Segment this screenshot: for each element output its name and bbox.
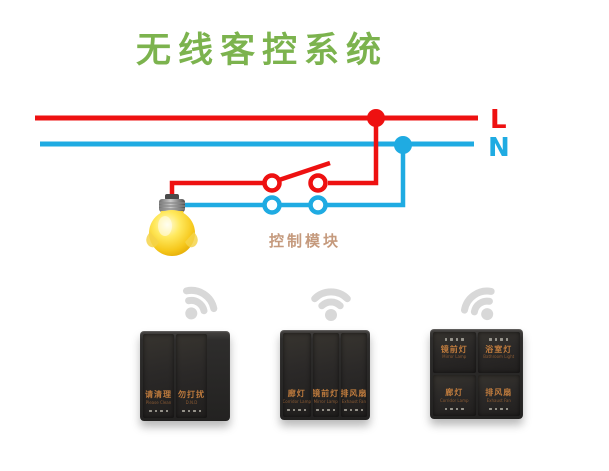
button-label: 请清理	[145, 390, 172, 400]
button-label: 廊灯	[287, 389, 306, 399]
button-label: 镜前灯	[312, 389, 339, 399]
wifi-icon	[441, 265, 514, 336]
button-label: 排风扇	[485, 388, 513, 398]
button-sublabel: Mirror Lamp	[313, 398, 338, 404]
live-terminal-right	[308, 173, 328, 193]
switch-button[interactable]: 勿打扰 D.N.D	[176, 334, 207, 418]
neutral-wire-label: N	[488, 133, 510, 163]
indicator-dots	[344, 408, 364, 411]
neutral-junction-dot	[394, 136, 412, 154]
button-sublabel: Corridor Lamp	[439, 397, 469, 403]
switch-button[interactable]: 排风扇 Exhaust Fan	[477, 375, 520, 416]
indicator-dots	[444, 407, 464, 410]
live-wire-label: L	[490, 105, 507, 135]
button-sublabel: Exhaust Fan	[486, 397, 511, 403]
switch-panel-3gang: 廊灯 Corridor Lamp 镜前灯 Mirror Lamp 排风扇 Exh…	[280, 330, 370, 420]
button-label: 浴室灯	[485, 344, 513, 354]
button-label: 排风扇	[340, 389, 368, 399]
indicator-dots	[489, 338, 509, 341]
switch-button[interactable]: 廊灯 Corridor Lamp	[433, 375, 476, 416]
button-sublabel: Exhaust Fan	[341, 398, 367, 404]
page-title: 无线客控系统	[136, 31, 389, 71]
wifi-icon	[303, 275, 359, 323]
neutral-terminal-left	[262, 195, 282, 215]
indicator-dots	[287, 408, 307, 411]
button-label: 镜前灯	[440, 344, 468, 354]
switch-button[interactable]: 镜前灯 Mirror Lamp	[433, 332, 476, 373]
switch-panel-4gang: 镜前灯 Mirror Lamp 浴室灯 Bathroom Light 廊灯 Co…	[430, 329, 523, 419]
indicator-dots	[149, 409, 168, 412]
circuit-diagram: L N 控制模块	[35, 105, 510, 256]
switch-button[interactable]: 镜前灯 Mirror Lamp	[312, 333, 339, 417]
wifi-icon	[163, 265, 236, 336]
live-junction-dot	[367, 109, 385, 127]
indicator-dots	[489, 407, 509, 410]
control-module-label: 控制模块	[269, 232, 341, 250]
indicator-dots	[316, 408, 336, 411]
switch-button[interactable]: 廊灯 Corridor Lamp	[283, 333, 311, 417]
button-sublabel: Bathroom Light	[483, 354, 515, 360]
button-label: 勿打扰	[178, 390, 205, 400]
lamp-live-wire	[169, 180, 263, 201]
switch-button[interactable]: 排风扇 Exhaust Fan	[340, 333, 368, 417]
switch-button[interactable]: 浴室灯 Bathroom Light	[477, 332, 520, 373]
switch-panel-2gang: 请清理 Please Clean 勿打扰 D.N.D	[140, 331, 230, 421]
button-sublabel: Please Clean	[145, 399, 172, 405]
switch-blade	[278, 160, 331, 183]
button-label: 廊灯	[445, 388, 464, 398]
live-drop-wire	[328, 118, 379, 186]
live-terminal-left	[262, 173, 282, 193]
button-sublabel: Mirror Lamp	[442, 354, 467, 360]
button-sublabel: D.N.D	[185, 399, 198, 405]
neutral-drop-wire	[182, 147, 406, 208]
neutral-terminal-right	[308, 195, 328, 215]
switch-button[interactable]: 请清理 Please Clean	[143, 334, 174, 418]
indicator-dots	[182, 409, 201, 412]
indicator-dots	[444, 338, 464, 341]
light-bulb-icon	[146, 194, 198, 256]
button-sublabel: Corridor Lamp	[283, 398, 311, 404]
